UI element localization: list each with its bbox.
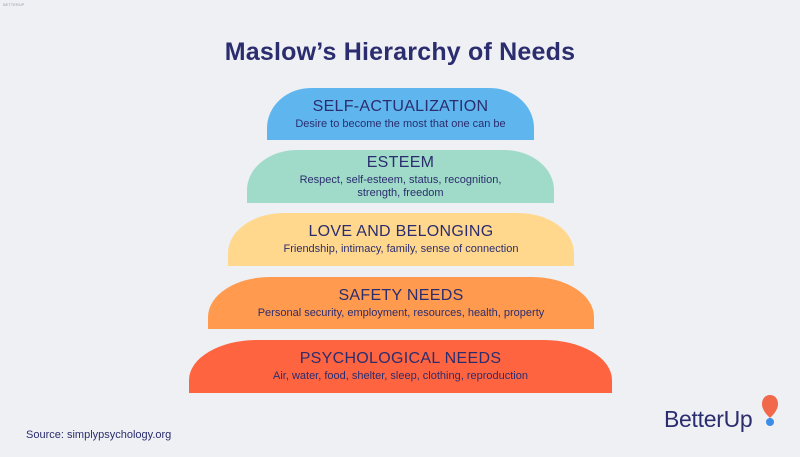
tier-name: SAFETY NEEDS xyxy=(338,286,464,304)
source-credit: Source: simplypsychology.org xyxy=(26,429,172,441)
tier-description: Friendship, intimacy, family, sense of c… xyxy=(283,243,519,255)
tier-name: PSYCHOLOGICAL NEEDS xyxy=(299,350,502,367)
tier-name: ESTEEM xyxy=(366,153,435,171)
pyramid-tier-self-actualization: SELF-ACTUALIZATION Desire to become the … xyxy=(267,88,534,140)
pyramid-tier-psychological-needs: PSYCHOLOGICAL NEEDS Air, water, food, sh… xyxy=(189,340,612,393)
tier-description: Air, water, food, shelter, sleep, clothi… xyxy=(273,370,528,382)
tier-description-line: Respect, self-esteem, status, recognitio… xyxy=(299,173,502,186)
tier-description-line: strength, freedom xyxy=(357,186,444,199)
corner-watermark: BETTERUP xyxy=(3,2,25,7)
betterup-logo: BetterUp xyxy=(664,394,784,438)
tier-name: SELF-ACTUALIZATION xyxy=(312,97,489,115)
brand-mark-icon xyxy=(762,395,778,426)
brand-name: BetterUp xyxy=(664,406,753,432)
brand-mark-dot xyxy=(766,418,774,426)
tier-description: Respect, self-esteem, status, recognitio… xyxy=(300,174,502,200)
pyramid-tier-esteem: ESTEEM Respect, self-esteem, status, rec… xyxy=(247,150,554,203)
tier-description: Personal security, employment, resources… xyxy=(257,306,545,319)
tier-description: Desire to become the most that one can b… xyxy=(295,117,506,130)
brand-mark-drop xyxy=(762,395,778,418)
pyramid-tier-love-and-belonging: LOVE AND BELONGING Friendship, intimacy,… xyxy=(228,213,574,266)
pyramid-tier-safety-needs: SAFETY NEEDS Personal security, employme… xyxy=(208,277,594,329)
tier-name: LOVE AND BELONGING xyxy=(308,223,494,240)
diagram-title: Maslow’s Hierarchy of Needs xyxy=(224,38,576,66)
